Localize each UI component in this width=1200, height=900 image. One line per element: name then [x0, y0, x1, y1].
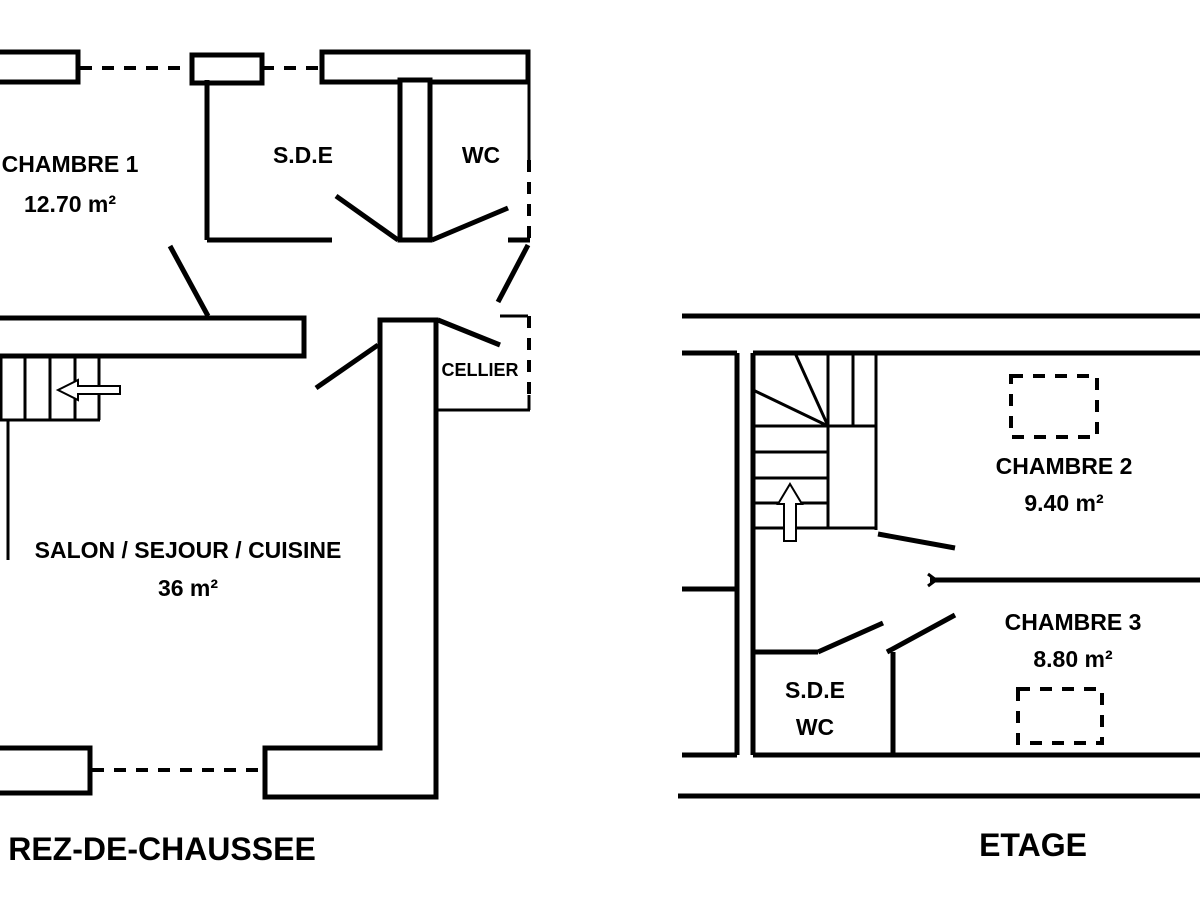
ground-floor-plan: CHAMBRE 1 12.70 m² S.D.E WC CELLIER SALO… — [0, 49, 531, 867]
chambre3-door — [885, 612, 957, 655]
top-wall-segment-right — [319, 49, 531, 85]
salon-door — [314, 342, 380, 391]
chambre2-door — [877, 531, 956, 551]
stair-arrow-icon — [776, 482, 804, 542]
chambre1-name: CHAMBRE 1 — [2, 151, 139, 177]
upper-floor-title: ETAGE — [979, 827, 1087, 863]
sde-wc-name2: WC — [796, 714, 834, 740]
sde-name: S.D.E — [273, 142, 333, 168]
stair-winder — [793, 352, 830, 427]
sde-wc-partition — [397, 77, 433, 243]
partition-end-mark — [927, 572, 937, 582]
top-wall-segment-left — [0, 49, 81, 85]
hall-door — [495, 243, 531, 304]
top-wall-segment-middle — [189, 52, 265, 86]
partition-end-mark — [927, 578, 937, 588]
salon-right-wall — [262, 317, 439, 800]
salon-name: SALON / SEJOUR / CUISINE — [35, 537, 342, 563]
ground-floor-title: REZ-DE-CHAUSSEE — [8, 831, 316, 867]
sde-wc-name: S.D.E — [785, 677, 845, 703]
bottom-wall-left — [0, 745, 93, 796]
chambre1-area: 12.70 m² — [24, 191, 116, 217]
cellier-door — [437, 317, 501, 348]
chambre2-name: CHAMBRE 2 — [996, 453, 1133, 479]
skylight-chambre2 — [1009, 374, 1099, 439]
sde-wc-door — [816, 620, 885, 655]
upper-floor-plan: CHAMBRE 2 9.40 m² CHAMBRE 3 8.80 m² S.D.… — [678, 313, 1200, 863]
wc-name: WC — [462, 142, 500, 168]
wc-door — [431, 205, 509, 243]
stair-winder — [752, 388, 829, 428]
skylight-chambre3 — [1016, 687, 1104, 745]
sde-door — [334, 193, 400, 243]
stair-landing — [826, 424, 878, 530]
cellier-name: CELLIER — [441, 360, 518, 380]
stair-arrow-icon — [55, 378, 121, 402]
chambre1-door — [167, 244, 211, 318]
chambre2-area: 9.40 m² — [1024, 490, 1104, 516]
chambre3-name: CHAMBRE 3 — [1005, 609, 1142, 635]
chambre3-area: 8.80 m² — [1033, 646, 1113, 672]
salon-area: 36 m² — [158, 575, 218, 601]
chambre1-bottom-wall — [0, 315, 307, 359]
